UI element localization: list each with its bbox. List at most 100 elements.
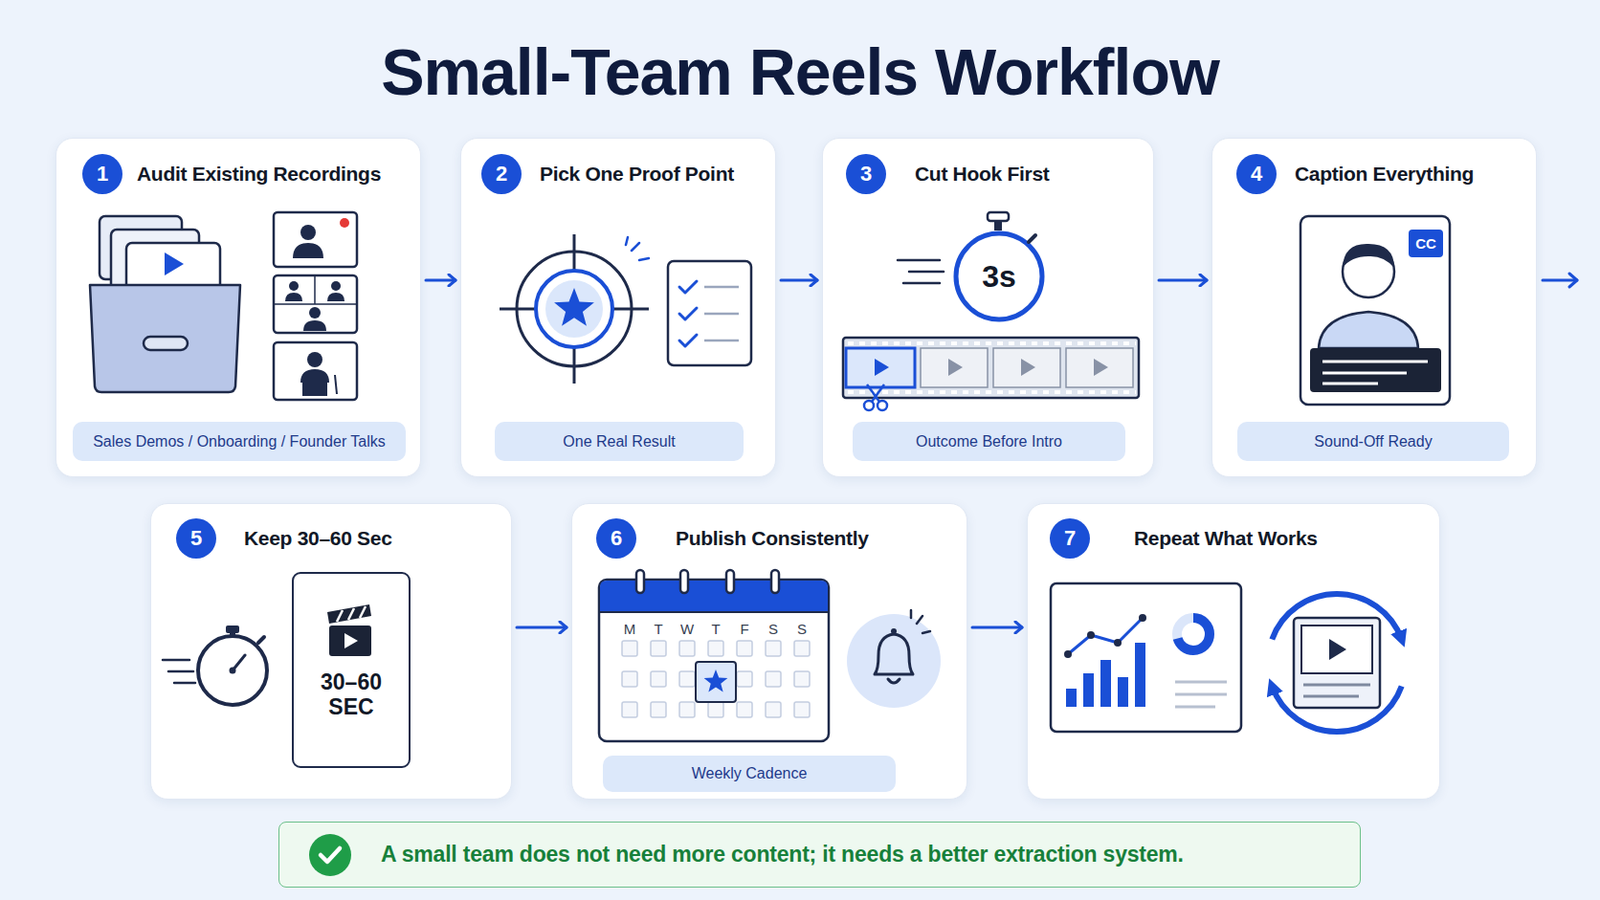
target-icon	[554, 288, 595, 327]
bell-icon	[910, 610, 913, 619]
recording-thumbnails	[303, 320, 327, 332]
recording-thumbnails	[273, 212, 357, 267]
target-icon	[573, 234, 577, 271]
stopwatch-detail	[897, 212, 1036, 284]
target-icon	[625, 237, 649, 261]
repeat-cycle-icon	[1301, 625, 1373, 674]
calendar-icon	[600, 580, 828, 613]
recording-thumbnails	[309, 307, 321, 319]
analytics-chart-icon	[1100, 660, 1112, 708]
portrait-frame-icon	[1342, 244, 1395, 268]
film-strip-icon	[843, 337, 1139, 399]
repeat-cycle-icon	[1303, 684, 1371, 688]
repeat-cycle-icon	[1293, 618, 1380, 709]
stopwatch-icon	[162, 659, 190, 663]
process-card: Cut Hook First 3 3sOutcome Before Intro	[822, 137, 1155, 478]
film-strip-icon	[874, 358, 889, 377]
weekday-label: T	[653, 621, 663, 638]
tag-text: Outcome Before Intro	[915, 433, 1063, 451]
target-icon	[612, 308, 649, 312]
tag-pill: Sound-Off Ready	[1237, 422, 1510, 462]
target-icon	[499, 234, 649, 384]
continuation-arrow	[1542, 279, 1578, 283]
target-icon	[631, 243, 640, 251]
stopwatch-face: 3s	[953, 230, 1045, 323]
analytics-chart-icon	[1087, 631, 1095, 640]
analytics-chart-icon	[1175, 682, 1227, 708]
repeat-cycle-icon	[1329, 639, 1347, 661]
step-number: 1	[82, 154, 123, 195]
step-number-badge: 2	[481, 154, 522, 195]
timer-value: 3s	[953, 230, 1045, 323]
checklist-icon	[679, 308, 697, 320]
tag-pill: Outcome Before Intro	[852, 422, 1126, 462]
tag-text: Sound-Off Ready	[1313, 433, 1432, 451]
file-box-icon	[89, 285, 241, 393]
tag-text: Weekly Cadence	[691, 765, 808, 783]
target-icon	[639, 258, 649, 261]
caption-box: A small team does not need more content;…	[278, 822, 1361, 889]
portrait-frame-icon	[1322, 382, 1378, 386]
bell-icon	[846, 610, 941, 709]
film-strip-icon	[845, 390, 1136, 395]
clapperboard-icon	[359, 606, 366, 619]
step-number-badge: 5	[176, 518, 217, 559]
step-heading: Cut Hook First	[914, 160, 1049, 188]
checklist-icon	[679, 281, 697, 293]
checklist-icon	[667, 261, 752, 366]
badge-circle	[481, 154, 522, 195]
calendar-icon	[695, 662, 736, 703]
play-icon	[164, 252, 184, 276]
step-number: 2	[481, 154, 522, 195]
analytics-chart-icon	[1175, 693, 1227, 697]
film-strip-icon	[877, 400, 888, 411]
stopwatch-icon	[229, 667, 237, 675]
calendar-icon	[726, 570, 734, 594]
step-heading: Audit Existing Recordings	[136, 160, 381, 188]
flow-arrow	[972, 626, 1023, 630]
weekday-label: W	[680, 621, 694, 638]
recording-thumbnails	[313, 275, 316, 305]
clapperboard-icon	[336, 610, 343, 623]
film-strip-icon	[864, 400, 874, 411]
stopwatch-detail	[994, 220, 1002, 231]
film-strip-icon	[866, 384, 880, 402]
film-strip-icon	[920, 348, 988, 388]
step-number-badge: 3	[845, 154, 887, 195]
stopwatch-detail	[903, 282, 940, 286]
tag-pill: Weekly Cadence	[602, 755, 896, 793]
clapperboard-icon	[327, 604, 372, 657]
badge-circle	[1236, 154, 1277, 195]
check-icon	[320, 848, 340, 863]
target-icon	[499, 308, 536, 312]
calendar-icon	[621, 640, 823, 733]
clapperboard-icon	[329, 625, 372, 657]
analytics-chart-icon	[1050, 583, 1242, 733]
stopwatch-icon	[162, 660, 196, 684]
analytics-chart-icon	[1064, 650, 1072, 659]
calendar-icon	[599, 611, 829, 614]
tag-text: One Real Result	[562, 433, 675, 451]
calendar-icon	[771, 570, 779, 594]
stopwatch-icon	[168, 670, 194, 674]
analytics-chart-icon	[1066, 688, 1077, 708]
checklist-icon	[704, 286, 739, 289]
flow-arrow	[780, 279, 818, 283]
target-icon	[535, 270, 613, 348]
badge-circle	[82, 154, 123, 195]
bell-icon	[916, 616, 923, 624]
analytics-chart-icon	[1067, 618, 1143, 655]
bell-icon	[911, 610, 931, 634]
calendar-icon	[704, 669, 729, 693]
process-card: Caption Everything4CCSound-Off Ready	[1211, 137, 1537, 478]
recording-thumbnails	[334, 375, 337, 395]
recording-thumbnails	[273, 342, 357, 400]
calendar-icon	[599, 579, 829, 742]
badge-circle	[1049, 518, 1090, 559]
stopwatch-detail	[909, 270, 944, 274]
film-strip-icon	[1066, 348, 1134, 388]
step-number: 6	[596, 518, 637, 559]
stopwatch-detail	[897, 259, 940, 263]
flow-arrow	[1158, 279, 1207, 283]
